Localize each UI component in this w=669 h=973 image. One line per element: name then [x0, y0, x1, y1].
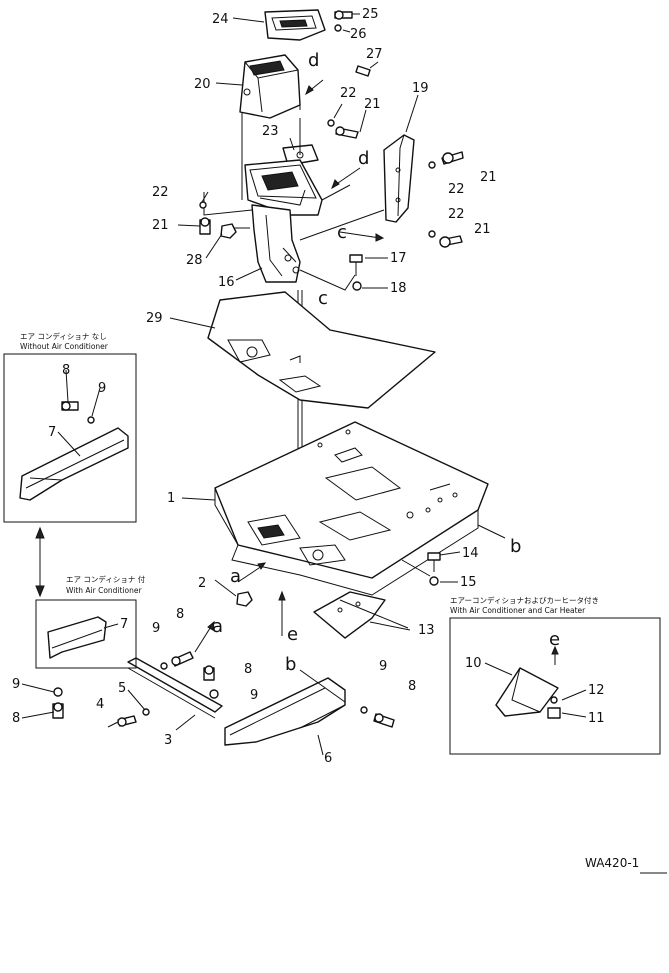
callout-22-right-lower: 22: [448, 207, 465, 222]
caption-with-ac-jp: エア コンディショナ 付: [66, 574, 146, 584]
reference-letters: d d c c a a b b e e: [212, 50, 560, 675]
ref-d-top: d: [308, 50, 319, 71]
callout-24: 24: [212, 12, 229, 27]
ref-c-column: c: [318, 288, 328, 309]
callout-9-center-right: 9: [250, 688, 258, 703]
drawing-code: WA420-1: [585, 856, 639, 870]
part-16-column: [251, 204, 301, 283]
callout-23: 23: [262, 124, 279, 139]
callout-14: 14: [462, 546, 479, 561]
variant-captions: エア コンディショナ なし Without Air Conditioner エア…: [20, 331, 599, 615]
part-13-cover-plate: [313, 591, 386, 639]
part-24-top-cover: [264, 9, 326, 41]
callout-28: 28: [186, 253, 203, 268]
part-3-bracket-bar: [127, 657, 223, 719]
callout-10: 10: [465, 656, 482, 671]
callout-27: 27: [366, 47, 383, 62]
caption-without-ac-en: Without Air Conditioner: [20, 342, 109, 351]
callout-8-center: 8: [176, 607, 184, 622]
variant-box-with-ac-heater: [449, 617, 661, 755]
caption-with-ac-heater-jp: エアーコンディショナおよびカーヒータ付き: [450, 595, 599, 605]
callout-26: 26: [350, 27, 367, 42]
callout-9-right: 9: [379, 659, 387, 674]
ref-a-bracket: a: [212, 616, 223, 637]
callout-leaders: [21, 13, 587, 756]
reference-arrows: [194, 79, 559, 703]
fasteners: [52, 10, 464, 728]
callout-8-box1: 8: [62, 363, 70, 378]
callout-9-box1: 9: [98, 381, 106, 396]
callout-16: 16: [218, 275, 235, 290]
caption-without-ac-jp: エア コンディショナ なし: [20, 331, 107, 341]
callout-29: 29: [146, 311, 163, 326]
callout-5: 5: [118, 681, 126, 696]
variant-box-with-ac: [35, 599, 137, 669]
ref-b-floor: b: [510, 536, 521, 557]
caption-with-ac-en: With Air Conditioner: [66, 586, 142, 595]
callout-22-right-upper: 22: [448, 182, 465, 197]
callout-6: 6: [324, 751, 332, 766]
variant-box-without-ac: [3, 353, 137, 523]
callout-2: 2: [198, 576, 206, 591]
callout-19: 19: [412, 81, 429, 96]
part-1-floor-plate: [214, 421, 489, 596]
callout-4: 4: [96, 697, 104, 712]
callout-22-top: 22: [340, 86, 357, 101]
callout-9-center: 9: [152, 621, 160, 636]
callout-17: 17: [390, 251, 407, 266]
callout-8-center-right: 8: [244, 662, 252, 677]
callout-7-box1: 7: [48, 425, 56, 440]
callout-1: 1: [167, 491, 175, 506]
ref-c-right: c: [337, 222, 347, 243]
callout-25: 25: [362, 7, 379, 22]
callout-15: 15: [460, 575, 477, 590]
console-body: [244, 159, 323, 216]
callout-21-right-upper: 21: [480, 170, 497, 185]
ref-a-floor: a: [230, 566, 241, 587]
ref-e-floor: e: [287, 624, 298, 645]
variant-link-arrow: [35, 526, 45, 598]
callout-11: 11: [588, 711, 605, 726]
callout-22-left: 22: [152, 185, 169, 200]
callout-18: 18: [390, 281, 407, 296]
caption-with-ac-heater-en: With Air Conditioner and Car Heater: [450, 606, 586, 615]
part-6-side-cover: [224, 677, 346, 746]
part-20-panel-box: [239, 54, 301, 119]
callout-9-left: 9: [12, 677, 20, 692]
part-29-floor-mat: [207, 291, 436, 409]
ref-b-cover: b: [285, 654, 296, 675]
callout-numbers: 24 25 26 20 27 22 21 23 19 21 22 22 21 2…: [12, 7, 605, 766]
callout-13: 13: [418, 623, 435, 638]
callout-21-right-lower: 21: [474, 222, 491, 237]
part-19-side-plate: [383, 134, 415, 223]
drawing-code-block: WA420-1: [585, 856, 667, 874]
callout-21-left: 21: [152, 218, 169, 233]
callout-20: 20: [194, 77, 211, 92]
ref-e-box: e: [549, 629, 560, 650]
callout-8-left: 8: [12, 711, 20, 726]
callout-12: 12: [588, 683, 605, 698]
callout-3: 3: [164, 733, 172, 748]
callout-7-box2: 7: [120, 617, 128, 632]
callout-21-top: 21: [364, 97, 381, 112]
callout-8-right: 8: [408, 679, 416, 694]
ref-d-mid: d: [358, 148, 369, 169]
